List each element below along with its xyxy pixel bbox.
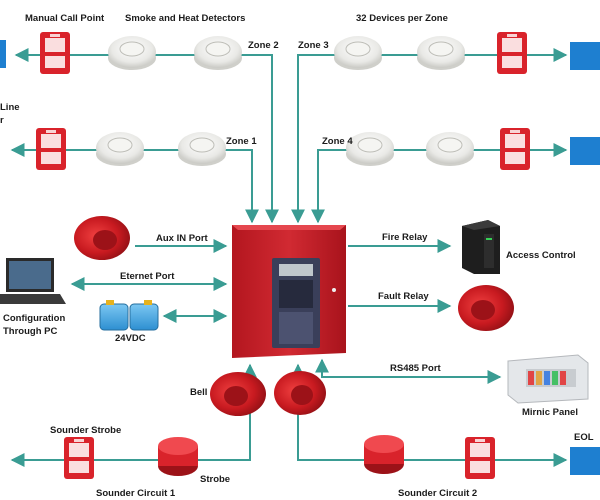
eol-block-mid-right [570,137,600,165]
eol-block-bottom-right [570,447,600,475]
label-battery: 24VDC [115,333,146,344]
label-ethernet-port: Eternet Port [120,271,175,282]
sounder-strobe-left [64,437,94,479]
label-access-control: Access Control [506,250,576,261]
label-zone4: Zone 4 [322,136,353,147]
label-line-partial-1: Line [0,102,20,113]
label-manual-call-point: Manual Call Point [25,13,105,24]
label-devices-per-zone: 32 Devices per Zone [356,13,448,24]
sounder-circuit1-line [10,363,257,467]
label-mirnic-panel: Mirnic Panel [522,407,578,418]
sounder-strobe-right [465,437,495,479]
zone3-line [291,48,568,224]
label-fault-relay: Fault Relay [378,291,429,302]
aux-horn [74,216,130,260]
label-through-pc: Through PC [3,326,57,337]
access-control-device [462,220,500,274]
bell-horn [210,372,266,416]
manual-call-point-zone1 [36,128,66,170]
detector-z1-b [178,132,226,166]
label-zone1: Zone 1 [226,136,257,147]
strobe-right [364,435,404,474]
label-zone2: Zone 2 [248,40,279,51]
label-bell: Bell [190,387,207,398]
detector-z2-b [194,36,242,70]
zone2-line [14,48,279,224]
panel-lcd [279,264,313,276]
label-sounder-circuit-1: Sounder Circuit 1 [96,488,176,499]
detector-z4-a [346,132,394,166]
manual-call-point-top-left [40,32,70,74]
eol-blocks [0,40,600,475]
eol-block-top-right [570,42,600,70]
bell-horn-2 [274,371,326,415]
zone4-line [311,143,568,224]
label-rs485-port: RS485 Port [390,363,442,374]
detector-z3-b [417,36,465,70]
text-labels: Manual Call Point Smoke and Heat Detecto… [0,13,594,499]
detector-z1-a [96,132,144,166]
manual-call-point-zone4 [500,128,530,170]
manual-call-point-zone3 [497,32,527,74]
label-smoke-heat-detectors: Smoke and Heat Detectors [125,13,245,24]
strobe-left [158,437,198,476]
laptop [0,258,66,304]
eol-block-top-left [0,40,6,68]
label-configuration: Configuration [3,313,65,324]
battery-pack [99,300,159,331]
label-strobe: Strobe [200,474,230,485]
detector-z3-a [334,36,382,70]
label-line-partial-2: r [0,115,4,126]
label-zone3: Zone 3 [298,40,329,51]
label-eol: EOL [574,432,594,443]
detector-z4-b [426,132,474,166]
label-sounder-circuit-2: Sounder Circuit 2 [398,488,477,499]
fault-horn [458,285,514,331]
smoke-detectors [96,36,474,166]
label-aux-in-port: Aux IN Port [156,233,209,244]
mirnic-panel-device [507,354,589,404]
detector-z2-a [108,36,156,70]
label-fire-relay: Fire Relay [382,232,428,243]
control-panel [232,225,346,358]
zone1-line [10,143,259,224]
label-sounder-strobe: Sounder Strobe [50,425,121,436]
